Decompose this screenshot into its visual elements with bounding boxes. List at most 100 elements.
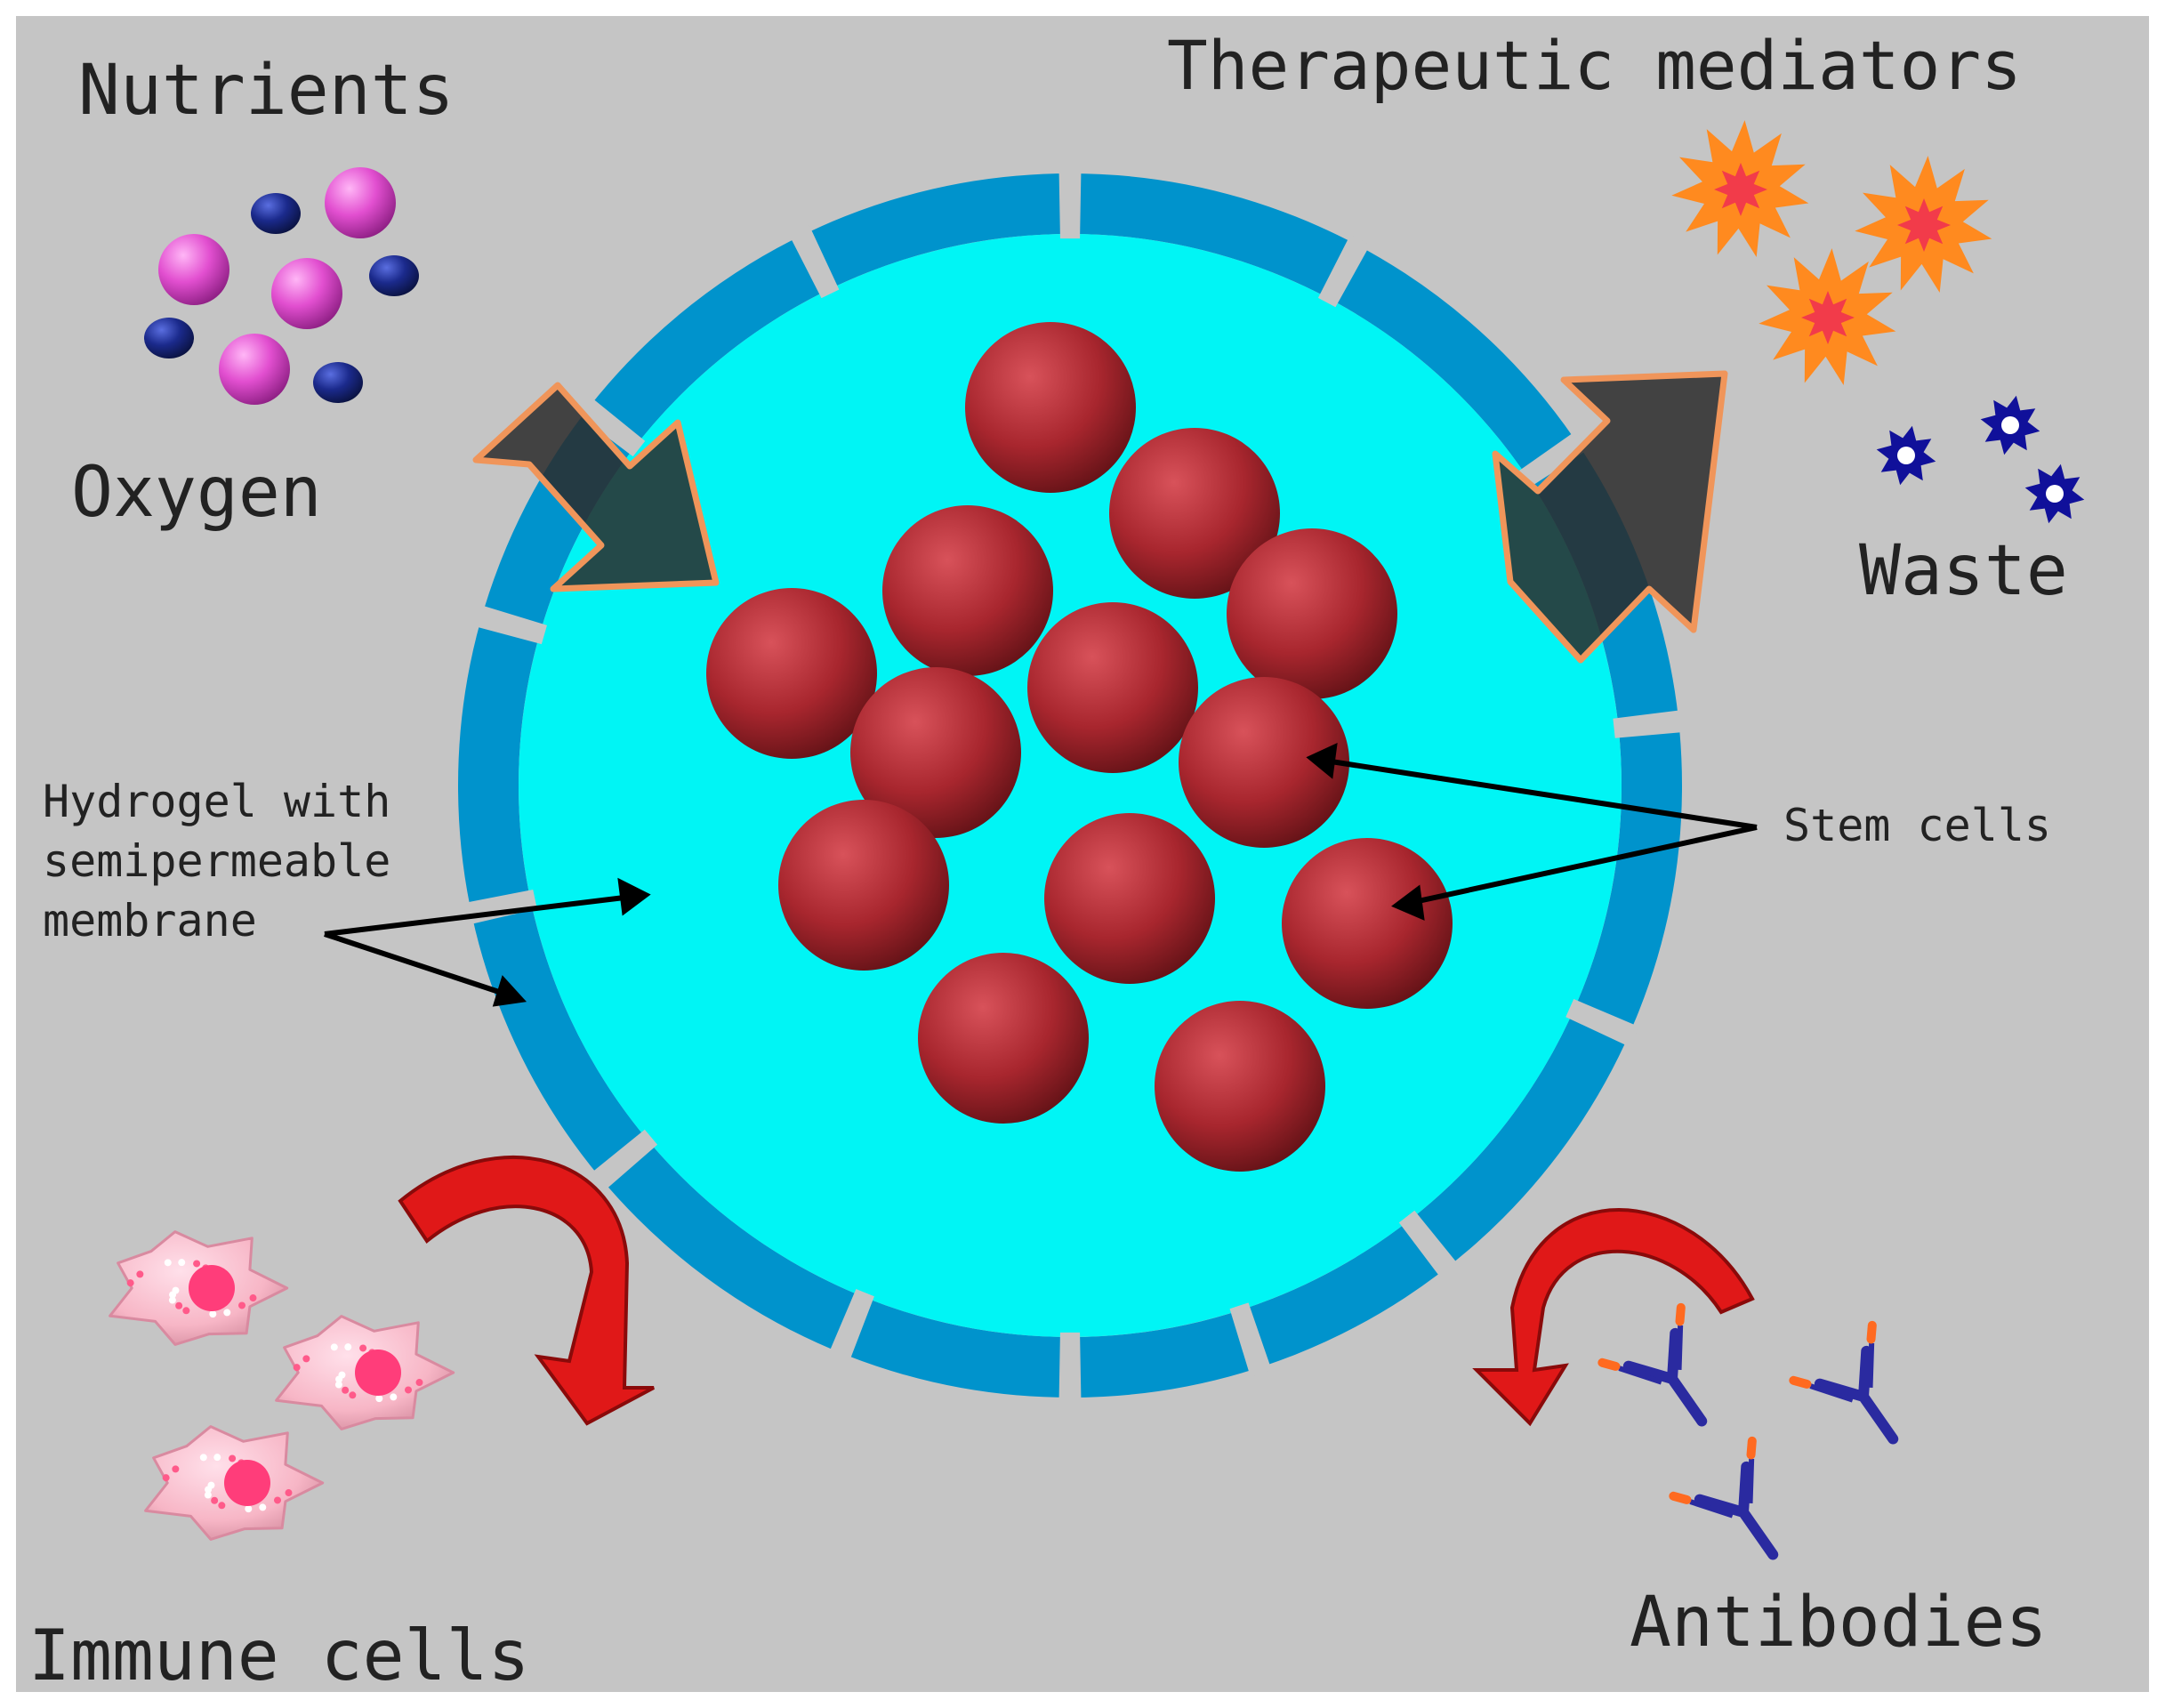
immune-granule [168, 1296, 176, 1304]
membrane-pore [828, 1288, 874, 1363]
immune-granule [334, 1381, 342, 1389]
stem-cells-label: Stem cells [1783, 800, 2051, 851]
oxygen-molecule [313, 362, 363, 403]
immune-granule [349, 1391, 357, 1399]
membrane-pore [1058, 167, 1082, 239]
immune-granule [209, 1310, 217, 1318]
immune-granule [162, 1474, 170, 1482]
immune-granule [204, 1491, 212, 1499]
immune-granule [211, 1496, 219, 1504]
therapeutic-mediator-particles [1671, 120, 1992, 385]
antibody-group [1598, 1302, 1899, 1560]
antibody-tip [1789, 1320, 1877, 1389]
influx-arrow [472, 382, 720, 592]
immune-granule [126, 1279, 134, 1287]
membrane-pore [575, 396, 646, 457]
nutrient-molecule [219, 334, 290, 405]
immune-granule [238, 1301, 246, 1309]
antibody-arm [1809, 1342, 1875, 1403]
membrane-pore [1317, 234, 1371, 308]
immune-granule [136, 1270, 144, 1278]
antibody-stem [1814, 1345, 1899, 1445]
immune-granule [245, 1505, 253, 1513]
membrane-pore [1229, 1302, 1272, 1377]
stem-cell [850, 667, 1021, 838]
membrane-pore [1613, 709, 1686, 738]
immune-granule [218, 1502, 226, 1510]
immune-granule [249, 1294, 257, 1302]
immune-granule [342, 1386, 350, 1394]
hydrogel-label-line3: membrane [43, 895, 257, 947]
immune-granule [302, 1355, 310, 1363]
hydrogel-label-line1: Hydrogel with [43, 776, 390, 827]
immune-cells-label: Immune cells [28, 1616, 530, 1696]
immune-granule [199, 1454, 207, 1462]
mediator-core [1801, 291, 1855, 344]
stem-cell [1155, 1001, 1325, 1172]
nutrient-oxygen-molecules [144, 167, 419, 405]
immune-cell-group [109, 1230, 455, 1541]
immune-granule [229, 1454, 237, 1462]
oxygen-molecule [251, 193, 301, 234]
efflux-arrow [1492, 370, 1728, 664]
stem-cells-callout [1306, 742, 1758, 921]
oxygen-molecule [144, 318, 194, 359]
immune-granule [359, 1344, 367, 1352]
waste-particles [1876, 395, 2085, 524]
antibody-arm [1689, 1458, 1755, 1519]
immune-granule [375, 1395, 383, 1403]
immune-granule [274, 1496, 282, 1504]
hydrogel-callout [324, 877, 651, 1007]
antibody-stem [1622, 1327, 1708, 1427]
antibody [1598, 1302, 1708, 1427]
stem-cell [1044, 813, 1215, 984]
hydrogel [519, 234, 1622, 1337]
membrane-pore [1058, 1332, 1082, 1404]
immune-granule [338, 1371, 346, 1379]
hydrogel-label-line2: semipermeable [43, 835, 390, 887]
waste-particle-core [1897, 447, 1915, 464]
immune-nucleus [189, 1265, 235, 1311]
stem-cell [882, 505, 1053, 676]
oxygen-label: Oxygen [71, 453, 322, 533]
immune-granule [405, 1386, 413, 1394]
stem-cell [706, 588, 877, 759]
antibody-tip [1598, 1302, 1686, 1371]
nutrient-molecule [325, 167, 396, 238]
immune-granule [178, 1259, 186, 1267]
immune-granule [344, 1343, 352, 1351]
immune-granule [390, 1393, 398, 1401]
antibody [1789, 1320, 1899, 1445]
membrane-pore [1565, 998, 1639, 1048]
immune-cells-blocked-arrow [398, 1155, 655, 1426]
immune-granule [175, 1301, 183, 1309]
stem-cell [1109, 428, 1280, 599]
immune-nucleus [224, 1460, 270, 1506]
capsule [458, 167, 1686, 1404]
therapeutic-mediators-label: Therapeutic mediators [1167, 26, 2022, 105]
membrane-pore [589, 1129, 658, 1192]
membrane-pore [1517, 431, 1590, 488]
immune-granule [172, 1286, 180, 1294]
stem-cell-cluster [706, 322, 1453, 1172]
antibody-tip [1669, 1436, 1757, 1504]
stem-cell [1027, 602, 1198, 773]
waste-particle-core [2046, 485, 2064, 503]
waste-particle-core [2001, 416, 2019, 434]
immune-granule [415, 1379, 423, 1387]
immune-granule [164, 1259, 172, 1267]
antibody-stem [1694, 1461, 1779, 1560]
mediator-core [1714, 163, 1767, 216]
immune-granule [193, 1260, 201, 1268]
immune-granule [207, 1481, 215, 1489]
stem-cell [965, 322, 1136, 493]
mediator-core [1897, 198, 1951, 252]
waste-label: Waste [1859, 531, 2068, 611]
nutrient-molecule [158, 234, 229, 305]
immune-granule [213, 1454, 221, 1462]
immune-granule [285, 1489, 293, 1497]
stem-cell [1179, 677, 1349, 848]
immune-granule [223, 1309, 231, 1317]
nutrient-molecule [271, 258, 342, 329]
